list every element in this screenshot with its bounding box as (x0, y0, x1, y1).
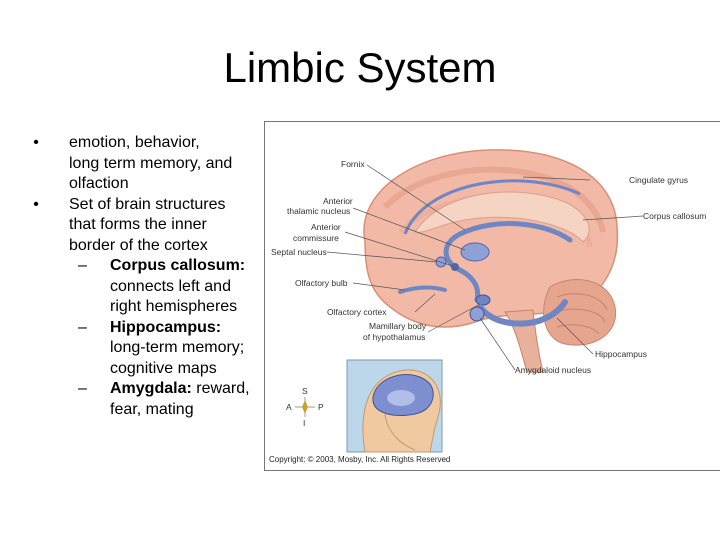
bullet-line: border of the cortex (69, 236, 208, 254)
label-septal-nucleus: Septal nucleus (271, 247, 327, 257)
compass-p: P (318, 402, 324, 412)
sub-bullet-hippocampus: – Hippocampus: long-term memory; cogniti… (78, 318, 270, 380)
bullet-list: • emotion, behavior, long term memory, a… (30, 133, 270, 420)
thalamic-nucleus (460, 242, 490, 262)
sub-bullet-line: connects left and (110, 277, 231, 295)
amygdaloid-structure (469, 306, 485, 322)
compass-a: A (286, 402, 292, 412)
brain-illustration: Fornix Cingulate gyrus Anterior thalamic… (269, 149, 706, 464)
label-cingulate-gyrus: Cingulate gyrus (629, 175, 688, 185)
bullet-item: • emotion, behavior, long term memory, a… (30, 133, 270, 195)
bullet-line: emotion, behavior, (69, 134, 200, 151)
brain-figure: Fornix Cingulate gyrus Anterior thalamic… (264, 121, 720, 471)
hippocampus-structure (477, 299, 568, 327)
label-olfactory-bulb: Olfactory bulb (295, 278, 348, 288)
label-anterior-thalamic: Anterior (323, 196, 353, 206)
bullet-item: • Set of brain structures that forms the… (30, 195, 270, 257)
cingulate-gyrus (403, 179, 581, 235)
bullet-line: long term memory, and (69, 154, 233, 172)
term-amygdala: Amygdala: (110, 380, 192, 397)
olfactory-bulb (398, 285, 447, 294)
label-mamillary-body: Mamillary body (369, 321, 427, 331)
sub-bullet-corpus-callosum: – Corpus callosum: connects left and rig… (78, 256, 270, 318)
label-anterior-commissure: commissure (293, 233, 339, 243)
label-hippocampus: Hippocampus (595, 349, 647, 359)
term-hippocampus: Hippocampus: (110, 318, 222, 336)
sub-bullet-line: fear, mating (110, 400, 194, 418)
anterior-commissure (451, 263, 459, 271)
compass-s: S (302, 386, 308, 396)
term-corpus-callosum: Corpus callosum: (110, 257, 246, 274)
mamillary-body (475, 294, 491, 306)
fornix (443, 221, 573, 303)
bullet-line: olfaction (69, 175, 129, 192)
sub-bullet-line: right hemispheres (110, 298, 238, 315)
sub-bullet-line: cognitive maps (110, 359, 217, 377)
orientation-compass: S A P I (286, 386, 324, 428)
label-anterior-thalamic: thalamic nucleus (287, 206, 350, 216)
sub-bullet-dash: – (78, 380, 87, 397)
label-mamillary-body: of hypothalamus (363, 332, 425, 342)
bullet-marker: • (33, 134, 39, 151)
label-olfactory-cortex: Olfactory cortex (327, 307, 387, 317)
sub-bullet-dash: – (78, 257, 87, 274)
sub-bullet-amygdala: – Amygdala: reward, fear, mating (78, 379, 270, 420)
label-amygdaloid-nucleus: Amygdaloid nucleus (515, 365, 591, 375)
bullet-line: that forms the inner (69, 216, 207, 233)
corpus-callosum (414, 191, 590, 243)
label-fornix: Fornix (341, 159, 365, 169)
slide-title: Limbic System (223, 44, 497, 91)
head-inset (346, 359, 443, 453)
sub-bullet-text: reward, (191, 380, 250, 397)
compass-i: I (303, 418, 305, 428)
copyright-notice: Copyright: © 2003, Mosby, Inc. All Right… (269, 455, 450, 464)
bullet-line: Set of brain structures (69, 195, 226, 213)
cerebellum (543, 279, 617, 346)
sub-bullet-dash: – (78, 318, 87, 336)
label-corpus-callosum: Corpus callosum (643, 211, 706, 221)
label-anterior-commissure: Anterior (311, 222, 341, 232)
sub-bullet-line: long-term memory; (110, 339, 245, 356)
bullet-marker: • (33, 195, 39, 213)
